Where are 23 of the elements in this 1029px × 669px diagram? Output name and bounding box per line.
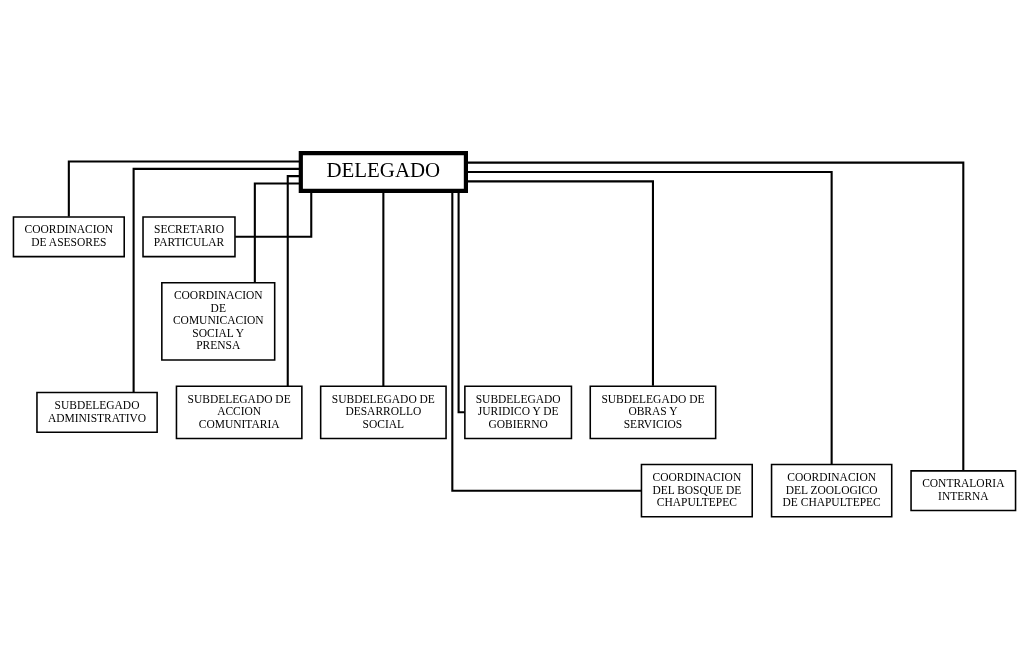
node-box: COORDINACION DE COMUNICACION SOCIAL Y PRENSA — [161, 281, 276, 361]
node-box: COORDINACION DE ASESORES — [12, 215, 125, 257]
node-box: SUBDELEGADO DE ACCION COMUNITARIA — [175, 384, 303, 439]
connector — [451, 190, 642, 492]
connector — [466, 161, 965, 471]
node-box: DELEGADO — [298, 150, 468, 193]
node-box: COORDINACION DEL BOSQUE DE CHAPULTEPEC — [640, 463, 753, 518]
connector — [235, 190, 313, 238]
connector — [67, 160, 301, 217]
connector — [457, 190, 465, 413]
node-box: COORDINACION DEL ZOOLOGICO DE CHAPULTEPEC — [770, 463, 893, 518]
connector — [382, 190, 385, 386]
node-box: CONTRALORIA INTERNA — [910, 469, 1017, 511]
connector — [286, 174, 301, 386]
node-box: SECRETARIO PARTICULAR — [142, 215, 236, 257]
connector — [466, 170, 833, 464]
connector — [132, 167, 301, 392]
node-box: SUBDELEGADO DE DESARROLLO SOCIAL — [319, 384, 447, 439]
connector — [466, 179, 654, 386]
node-box: SUBDELEGADO JURIDICO Y DE GOBIERNO — [464, 384, 573, 439]
node-box: SUBDELEGADO ADMINISTRATIVO — [36, 391, 158, 433]
connector — [253, 181, 301, 283]
node-box: SUBDELEGADO DE OBRAS Y SERVICIOS — [589, 384, 717, 439]
